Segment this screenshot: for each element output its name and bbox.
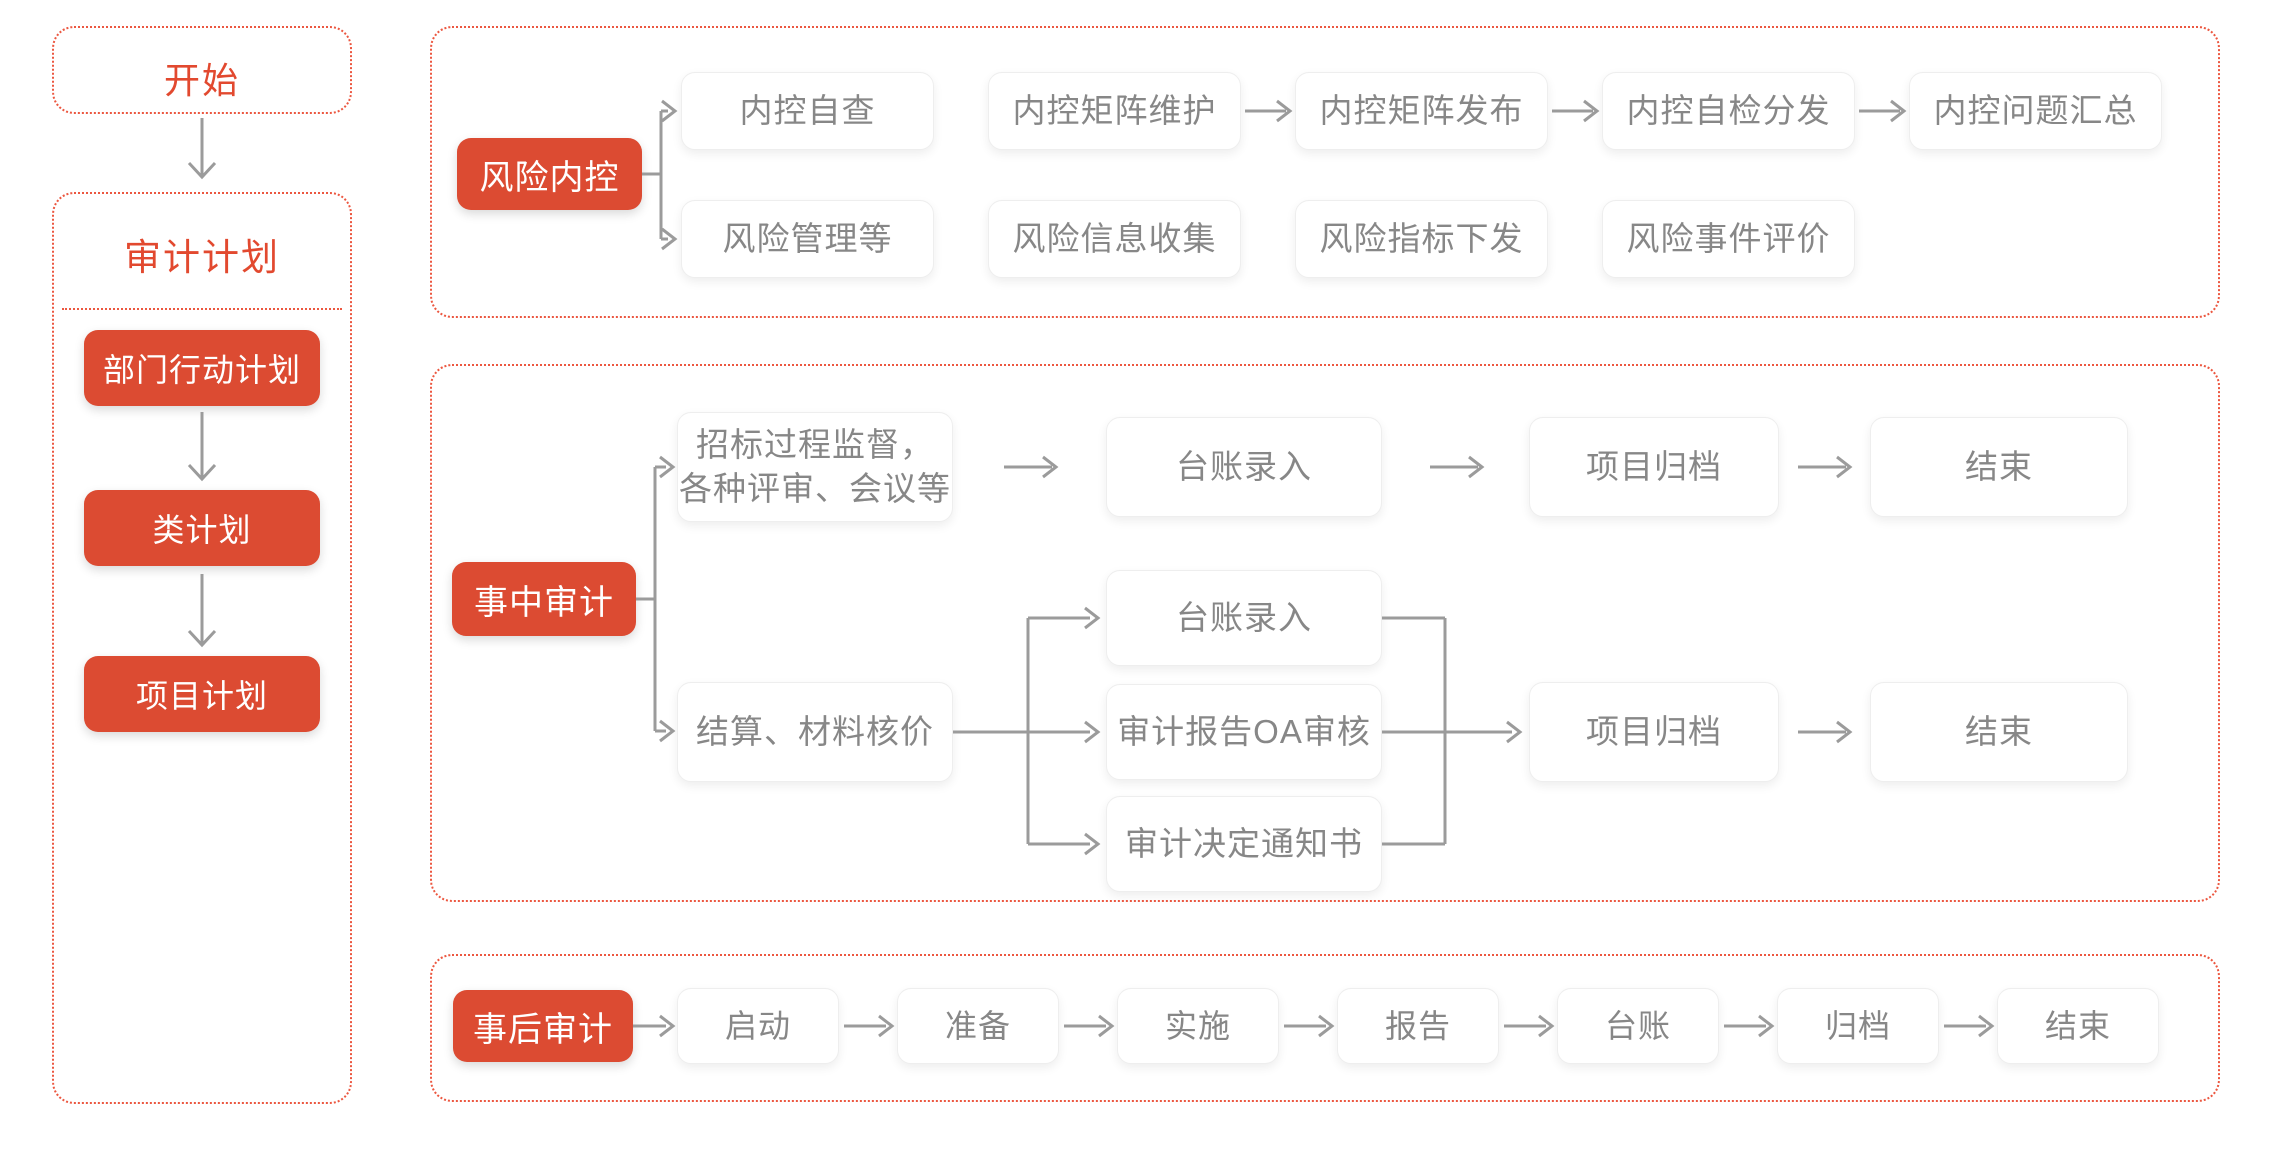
node-dept-action-plan: 部门行动计划 bbox=[84, 330, 320, 406]
node-implement: 实施 bbox=[1117, 988, 1279, 1064]
node-ledger: 台账 bbox=[1557, 988, 1719, 1064]
node-ledger-entry-1: 台账录入 bbox=[1106, 417, 1382, 517]
node-report: 报告 bbox=[1337, 988, 1499, 1064]
node-project-plan: 项目计划 bbox=[84, 656, 320, 732]
node-internal-control-self-check: 内控自查 bbox=[681, 72, 934, 150]
node-project-archive-1: 项目归档 bbox=[1529, 417, 1779, 517]
node-audit-decision-notice: 审计决定通知书 bbox=[1106, 796, 1382, 892]
lane-audit-plan: 审计计划 bbox=[52, 192, 352, 1104]
section-risk-control bbox=[430, 26, 2220, 318]
audit-plan-title-divider bbox=[62, 308, 342, 310]
node-settlement-pricing: 结算、材料核价 bbox=[677, 682, 953, 782]
node-post-audit-root: 事后审计 bbox=[453, 990, 633, 1062]
node-archive: 归档 bbox=[1777, 988, 1939, 1064]
node-launch: 启动 bbox=[677, 988, 839, 1064]
node-risk-management: 风险管理等 bbox=[681, 200, 934, 278]
node-risk-event-eval: 风险事件评价 bbox=[1602, 200, 1855, 278]
node-project-archive-2: 项目归档 bbox=[1529, 682, 1779, 782]
node-ledger-entry-2: 台账录入 bbox=[1106, 570, 1382, 666]
node-ic-selfcheck-distribute: 内控自检分发 bbox=[1602, 72, 1855, 150]
section-post-audit bbox=[430, 954, 2220, 1102]
bid-supervision-line2: 各种评审、会议等 bbox=[679, 470, 951, 507]
node-end-3: 结束 bbox=[1997, 988, 2159, 1064]
node-ic-matrix-publish: 内控矩阵发布 bbox=[1295, 72, 1548, 150]
node-class-plan: 类计划 bbox=[84, 490, 320, 566]
bid-supervision-line1: 招标过程监督， bbox=[696, 426, 934, 464]
node-bid-supervision: 招标过程监督， 各种评审、会议等 bbox=[677, 412, 953, 522]
node-risk-control-root: 风险内控 bbox=[457, 138, 642, 210]
section-during-audit bbox=[430, 364, 2220, 902]
node-audit-report-oa: 审计报告OA审核 bbox=[1106, 684, 1382, 780]
node-prepare: 准备 bbox=[897, 988, 1059, 1064]
start-label: 开始 bbox=[163, 60, 240, 101]
node-ic-issue-summary: 内控问题汇总 bbox=[1909, 72, 2162, 150]
start-box: 开始 bbox=[52, 26, 352, 114]
node-end-1: 结束 bbox=[1870, 417, 2128, 517]
audit-plan-title: 审计计划 bbox=[124, 237, 280, 278]
node-risk-indicator-issue: 风险指标下发 bbox=[1295, 200, 1548, 278]
node-end-2: 结束 bbox=[1870, 682, 2128, 782]
node-during-audit-root: 事中审计 bbox=[452, 562, 636, 636]
node-risk-info-collect: 风险信息收集 bbox=[988, 200, 1241, 278]
node-ic-matrix-maintain: 内控矩阵维护 bbox=[988, 72, 1241, 150]
